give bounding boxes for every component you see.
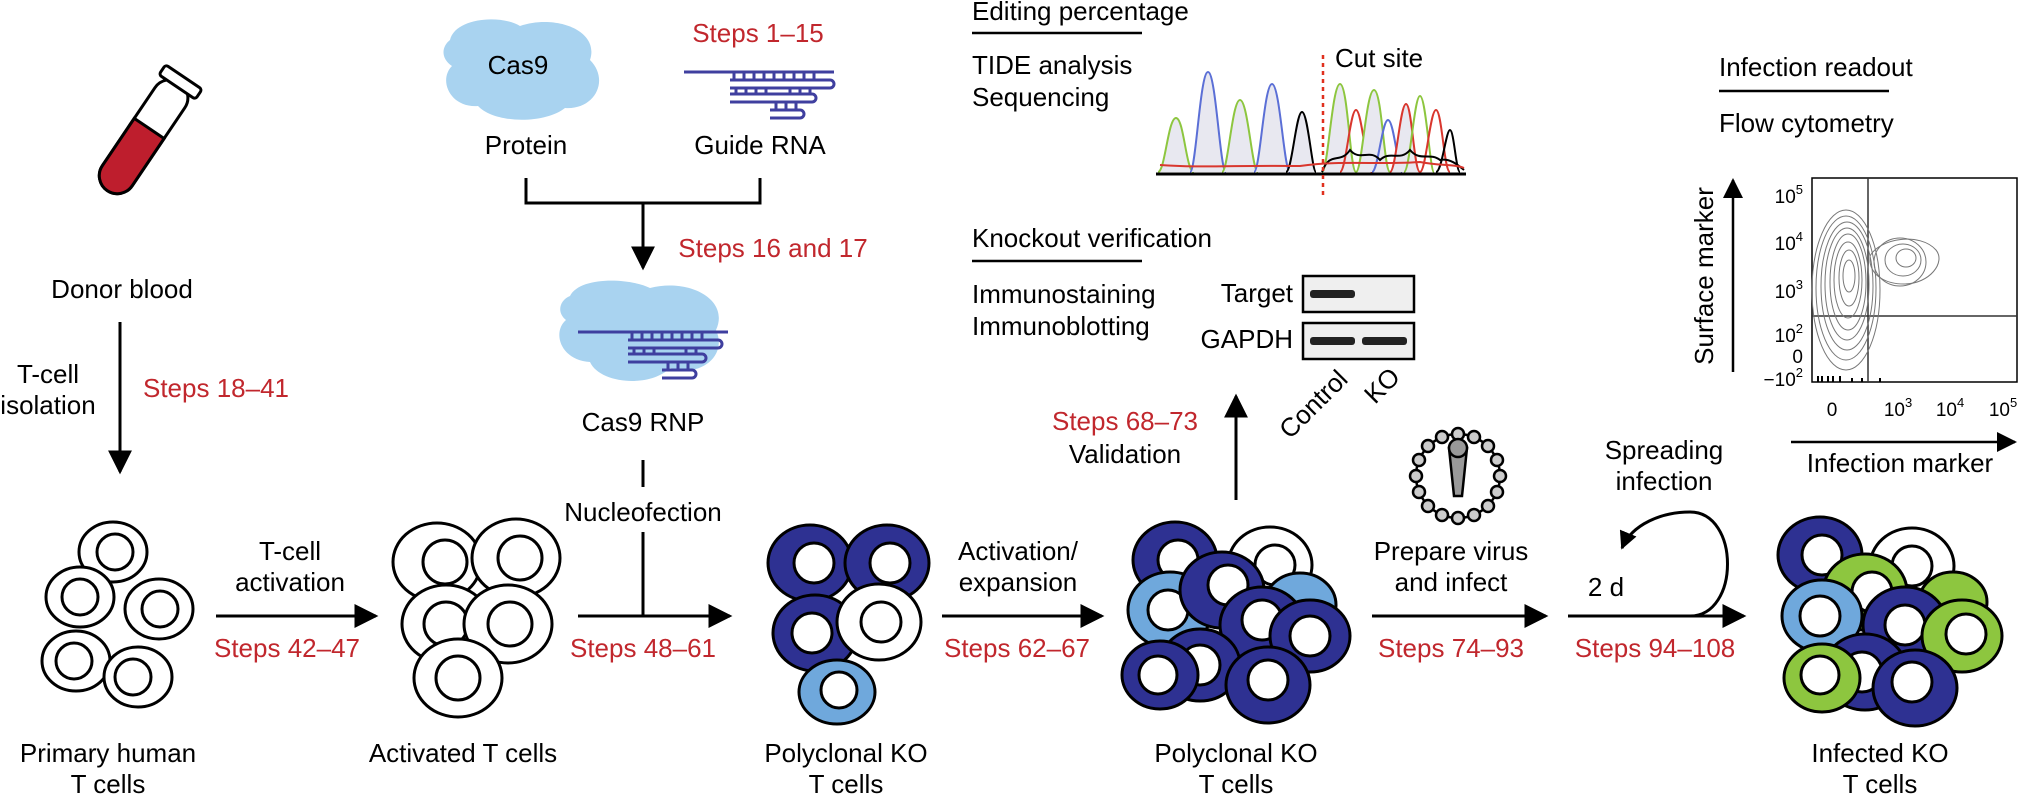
- y-tick-label: 0: [1792, 347, 1803, 368]
- cut-site-label: Cut site: [1335, 43, 1423, 73]
- two-days-label: 2 d: [1588, 572, 1624, 602]
- x-tick-label: 0: [1827, 400, 1838, 421]
- y-axis-label: Surface marker: [1689, 187, 1719, 365]
- x-tick-label-exponent: 5: [2010, 395, 2017, 410]
- y-tick-label-base: −10: [1764, 370, 1796, 391]
- polyclonal-ko-2-label-line1: Polyclonal KO: [1154, 738, 1317, 768]
- knockout-title: Knockout verification: [972, 223, 1212, 253]
- cas9-label: Cas9: [488, 50, 549, 80]
- validation-label: Validation: [1069, 439, 1181, 469]
- steps-42-47: Steps 42–47: [214, 633, 360, 663]
- y-tick-label: 105: [1775, 182, 1803, 208]
- editing-title: Editing percentage: [972, 0, 1189, 26]
- blood-tube-icon: [97, 64, 203, 196]
- x-tick-label-base: 10: [1936, 400, 1957, 421]
- editing-line2: Sequencing: [972, 82, 1109, 112]
- steps-1-15: Steps 1–15: [692, 18, 824, 48]
- steps-68-73: Steps 68–73: [1052, 406, 1198, 436]
- x-tick-label-exponent: 3: [1905, 395, 1912, 410]
- y-tick-label-exponent: 2: [1796, 365, 1803, 380]
- steps-74-93: Steps 74–93: [1378, 633, 1524, 663]
- gapdh-label: GAPDH: [1201, 324, 1293, 354]
- protein-label: Protein: [485, 130, 567, 160]
- activation-label-line2: activation: [235, 567, 345, 597]
- infection-title: Infection readout: [1719, 52, 1913, 82]
- y-tick-label-exponent: 3: [1796, 277, 1803, 292]
- x-tick-label: 103: [1884, 395, 1912, 421]
- y-tick-label: 102: [1775, 321, 1803, 347]
- polyclonal-ko-2-label-line2: T cells: [1199, 769, 1274, 797]
- spreading-line1: Spreading: [1605, 435, 1724, 465]
- infected-ko-label-line2: T cells: [1843, 769, 1918, 797]
- y-tick-label-exponent: 4: [1796, 229, 1803, 244]
- knockout-line2: Immunoblotting: [972, 311, 1150, 341]
- polyclonal-ko-cells-icon: [766, 523, 931, 726]
- polyclonal-ko-1-label-line2: T cells: [809, 769, 884, 797]
- x-tick-label-base: 0: [1827, 400, 1838, 421]
- infected-ko-label-line1: Infected KO: [1811, 738, 1948, 768]
- x-tick-label-base: 10: [1884, 400, 1905, 421]
- y-tick-label-exponent: 2: [1796, 321, 1803, 336]
- isolation-label-line2: isolation: [0, 390, 95, 420]
- sequencing-trace: [1156, 70, 1466, 176]
- activation-expansion-line2: expansion: [959, 567, 1078, 597]
- spreading-line2: infection: [1616, 466, 1713, 496]
- y-tick-label: −102: [1764, 365, 1803, 391]
- steps-62-67: Steps 62–67: [944, 633, 1090, 663]
- y-tick-label-base: 10: [1775, 326, 1796, 347]
- donor-blood-label: Donor blood: [51, 274, 193, 304]
- activated-cells-label: Activated T cells: [369, 738, 557, 768]
- y-tick-label: 103: [1775, 277, 1803, 303]
- control-lane-label: Control: [1273, 364, 1353, 444]
- primary-t-cells-icon: [40, 520, 195, 709]
- activated-t-cells-icon: [391, 517, 562, 719]
- guide-rna-icon: [684, 70, 836, 120]
- guide-rna-label: Guide RNA: [694, 130, 826, 160]
- cas9-rnp-icon: [559, 280, 728, 381]
- steps-48-61: Steps 48–61: [570, 633, 716, 663]
- x-tick-label: 105: [1989, 395, 2017, 421]
- steps-94-108: Steps 94–108: [1575, 633, 1735, 663]
- primary-cells-label-line1: Primary human: [20, 738, 196, 768]
- y-tick-label-exponent: 5: [1796, 182, 1803, 197]
- infected-ko-cells-icon: [1776, 515, 2004, 728]
- prepare-virus-line1: Prepare virus: [1374, 536, 1529, 566]
- flow-plot: [1811, 177, 2018, 383]
- spreading-loop-arrow: [1619, 510, 1729, 618]
- y-tick-label-base: 10: [1775, 282, 1796, 303]
- polyclonal-ko-1-label-line1: Polyclonal KO: [764, 738, 927, 768]
- ko-lane-label: KO: [1358, 361, 1406, 409]
- western-blot: [1301, 274, 1416, 361]
- editing-line1: TIDE analysis: [972, 50, 1132, 80]
- primary-cells-label-line2: T cells: [71, 769, 146, 797]
- y-tick-label-base: 10: [1775, 234, 1796, 255]
- combine-bracket: [524, 178, 762, 271]
- knockout-line1: Immunostaining: [972, 279, 1156, 309]
- flow-cytometry-label: Flow cytometry: [1719, 108, 1894, 138]
- x-tick-label-exponent: 4: [1957, 395, 1964, 410]
- target-label: Target: [1221, 278, 1294, 308]
- isolation-label-line1: T-cell: [17, 359, 79, 389]
- virus-icon: [1408, 426, 1508, 526]
- expanded-ko-cells-icon: [1120, 520, 1352, 725]
- activation-label-line1: T-cell: [259, 536, 321, 566]
- cas9-protein-icon: [443, 19, 600, 120]
- y-tick-label-base: 10: [1775, 187, 1796, 208]
- activation-expansion-line1: Activation/: [958, 536, 1079, 566]
- steps-18-41: Steps 18–41: [143, 373, 289, 403]
- steps-16-17: Steps 16 and 17: [678, 233, 867, 263]
- x-axis-label: Infection marker: [1807, 448, 1994, 478]
- y-tick-label: 104: [1775, 229, 1803, 255]
- nucleofection-label: Nucleofection: [564, 497, 722, 527]
- x-tick-label-base: 10: [1989, 400, 2010, 421]
- cas9-rnp-label: Cas9 RNP: [582, 407, 705, 437]
- y-tick-label-base: 0: [1792, 347, 1803, 368]
- prepare-virus-line2: and infect: [1395, 567, 1509, 597]
- x-tick-label: 104: [1936, 395, 1964, 421]
